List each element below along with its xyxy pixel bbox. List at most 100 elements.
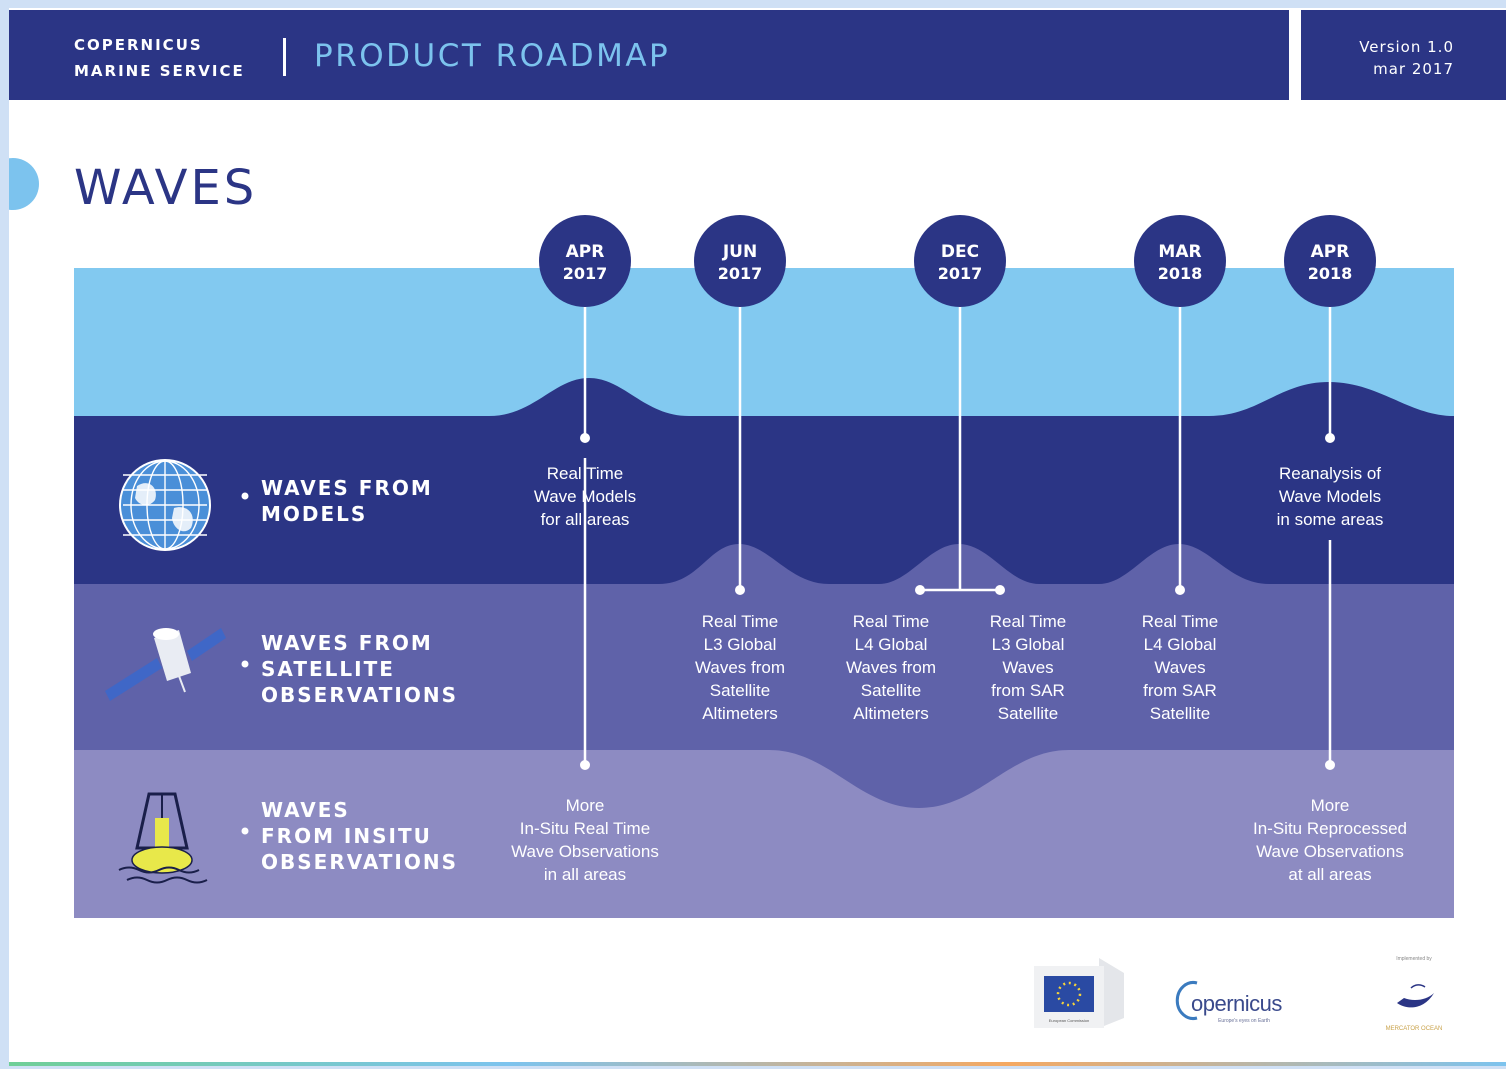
product-label-2: Reanalysis of Wave Models in some areas xyxy=(1277,464,1384,529)
product-label-line: in some areas xyxy=(1277,510,1384,529)
product-label-line: Real Time xyxy=(1142,612,1219,631)
product-label-line: In-Situ Reprocessed xyxy=(1253,819,1407,838)
product-label-line: Wave Observations xyxy=(511,842,659,861)
milestone-year: 2018 xyxy=(1158,264,1203,283)
connector-dot xyxy=(735,585,745,595)
product-label-line: Waves from xyxy=(846,658,936,677)
eu-caption: European Commission xyxy=(1049,1018,1089,1023)
version-date: mar 2017 xyxy=(1373,60,1454,78)
connector-dot xyxy=(1325,433,1335,443)
product-label-line: In-Situ Real Time xyxy=(520,819,650,838)
product-label-line: for all areas xyxy=(541,510,630,529)
connector-dot xyxy=(1325,760,1335,770)
category-bullet xyxy=(241,660,249,668)
timeline-connectors xyxy=(580,298,1335,770)
product-label-line: Real Time xyxy=(853,612,930,631)
org-name-line1: COPERNICUS xyxy=(74,36,203,54)
product-label-line: Satellite xyxy=(861,681,921,700)
buoy-icon xyxy=(118,792,208,884)
connector-dot xyxy=(580,433,590,443)
product-label-line: Altimeters xyxy=(702,704,778,723)
product-label-line: More xyxy=(566,796,605,815)
implemented-by-label: Implemented by xyxy=(1396,956,1432,962)
product-label-line: L4 Global xyxy=(855,635,928,654)
band-waves-from-insitu xyxy=(74,750,1454,918)
milestone-month: JUN xyxy=(722,242,757,262)
product-label-line: L3 Global xyxy=(992,635,1065,654)
milestone-month: APR xyxy=(566,242,605,262)
product-label-line: in all areas xyxy=(544,865,626,884)
category-label-line: WAVES xyxy=(261,798,350,822)
milestone-circle xyxy=(539,215,631,307)
category-label-line: SATELLITE xyxy=(261,657,395,681)
product-label-line: Real Time xyxy=(547,464,624,483)
milestone-year: 2017 xyxy=(938,264,983,283)
product-label-line: Satellite xyxy=(710,681,770,700)
product-label-line: More xyxy=(1311,796,1350,815)
product-label-line: at all areas xyxy=(1288,865,1371,884)
page-title: PRODUCT ROADMAP xyxy=(314,38,671,74)
partner-logos: European Commission opernicus Europe's e… xyxy=(1034,956,1443,1032)
product-label-line: Waves xyxy=(1002,658,1053,677)
product-label-line: Wave Observations xyxy=(1256,842,1404,861)
product-label-line: Real Time xyxy=(702,612,779,631)
product-label-line: Satellite xyxy=(1150,704,1210,723)
milestone-apr-2018: APR 2018 xyxy=(1284,215,1376,307)
connector-dot xyxy=(915,585,925,595)
org-name-line2: MARINE SERVICE xyxy=(74,62,245,80)
category-label-line: OBSERVATIONS xyxy=(261,683,458,707)
category-label-line: WAVES FROM xyxy=(261,476,433,500)
section-title: WAVES xyxy=(74,160,258,216)
milestone-month: MAR xyxy=(1158,242,1201,262)
connector-dot xyxy=(995,585,1005,595)
header-divider xyxy=(283,38,286,76)
milestone-year: 2017 xyxy=(563,264,608,283)
product-label-line: Wave Models xyxy=(534,487,636,506)
product-label-line: from SAR xyxy=(1143,681,1217,700)
product-label-line: Waves from xyxy=(695,658,785,677)
version-label: Version 1.0 xyxy=(1359,38,1454,56)
milestone-apr-2017: APR 2017 xyxy=(539,215,631,307)
header-bar: COPERNICUS MARINE SERVICE PRODUCT ROADMA… xyxy=(9,10,1289,100)
milestone-dec-2017: DEC 2017 xyxy=(914,215,1006,307)
category-label-line: FROM INSITU xyxy=(261,824,432,848)
bottom-color-strip xyxy=(9,1062,1506,1066)
category-label-line: WAVES FROM xyxy=(261,631,433,655)
milestone-mar-2018: MAR 2018 xyxy=(1134,215,1226,307)
product-label-line: Altimeters xyxy=(853,704,929,723)
copernicus-tagline: Europe's eyes on Earth xyxy=(1218,1018,1270,1024)
milestone-month: APR xyxy=(1311,242,1350,262)
category-bullet xyxy=(241,827,249,835)
product-label-line: from SAR xyxy=(991,681,1065,700)
product-label-line: Reanalysis of xyxy=(1279,464,1381,483)
version-box: Version 1.0 mar 2017 xyxy=(1301,10,1506,100)
roadmap-page: COPERNICUS MARINE SERVICE PRODUCT ROADMA… xyxy=(9,8,1506,1066)
globe-icon xyxy=(119,459,211,551)
connector-dot xyxy=(580,760,590,770)
mercator-caption: MERCATOR OCEAN xyxy=(1386,1026,1443,1032)
product-label-line: Waves xyxy=(1154,658,1205,677)
european-commission-logo: European Commission xyxy=(1034,958,1124,1028)
milestone-month: DEC xyxy=(941,242,979,262)
category-icons xyxy=(105,459,226,884)
category-bullet xyxy=(241,492,249,500)
copernicus-logo: opernicus Europe's eyes on Earth xyxy=(1175,981,1283,1024)
category-label-line: OBSERVATIONS xyxy=(261,850,458,874)
milestone-year: 2018 xyxy=(1308,264,1353,283)
product-label-line: Wave Models xyxy=(1279,487,1381,506)
product-label-line: L3 Global xyxy=(704,635,777,654)
